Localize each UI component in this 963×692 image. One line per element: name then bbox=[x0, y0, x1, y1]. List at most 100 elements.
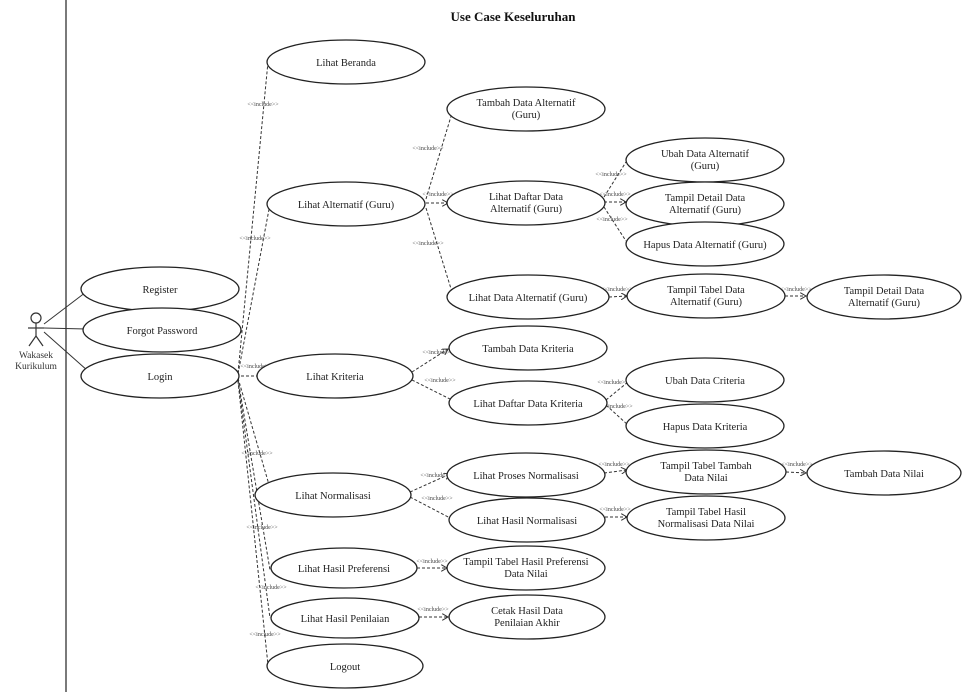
actor-associations bbox=[43, 288, 91, 372]
svg-text:Lihat Hasil Normalisasi: Lihat Hasil Normalisasi bbox=[477, 516, 577, 527]
svg-text:<<include>>: <<include>> bbox=[597, 380, 629, 386]
svg-text:Alternatif (Guru): Alternatif (Guru) bbox=[848, 298, 921, 309]
svg-text:Alternatif (Guru): Alternatif (Guru) bbox=[670, 297, 743, 308]
svg-text:<<include>>: <<include>> bbox=[420, 473, 452, 479]
svg-text:Logout: Logout bbox=[330, 662, 360, 673]
svg-text:<<include>>: <<include>> bbox=[599, 507, 631, 513]
svg-text:Forgot Password: Forgot Password bbox=[127, 326, 198, 337]
svg-text:Data Nilai: Data Nilai bbox=[684, 473, 728, 484]
svg-text:<<include>>: <<include>> bbox=[780, 287, 812, 293]
use-case-tampil-detail-alternatif-2: Tampil Detail Data Alternatif (Guru) bbox=[806, 274, 962, 320]
svg-text:<<include>>: <<include>> bbox=[416, 559, 448, 565]
use-case-hapus-kriteria: Hapus Data Kriteria bbox=[625, 403, 785, 449]
use-case-hapus-alternatif: Hapus Data Alternatif (Guru) bbox=[625, 221, 785, 267]
svg-text:<<include>>: <<include>> bbox=[595, 172, 627, 178]
svg-text:<<include>>: <<include>> bbox=[599, 192, 631, 198]
use-case-lihat-hasil-penilaian: Lihat Hasil Penilaian bbox=[270, 597, 420, 639]
svg-text:Penilaian Akhir: Penilaian Akhir bbox=[494, 618, 560, 629]
use-case-lihat-data-alternatif: Lihat Data Alternatif (Guru) bbox=[446, 274, 610, 320]
svg-text:Tampil Tabel Tambah: Tampil Tabel Tambah bbox=[660, 461, 752, 472]
svg-text:Lihat Data Alternatif (Guru): Lihat Data Alternatif (Guru) bbox=[469, 293, 588, 304]
svg-text:<<include>>: <<include>> bbox=[247, 102, 279, 108]
actor-label-line-1: Wakasek bbox=[19, 351, 53, 361]
normalisasi-edges bbox=[409, 470, 806, 519]
svg-text:<<include>>: <<include>> bbox=[255, 585, 287, 591]
use-case-login: Login bbox=[80, 353, 240, 399]
use-case-cetak-hasil-penilaian: Cetak Hasil Data Penilaian Akhir bbox=[448, 594, 606, 640]
svg-text:<<include>>: <<include>> bbox=[601, 404, 633, 410]
svg-text:Lihat Daftar Data: Lihat Daftar Data bbox=[489, 192, 563, 203]
svg-text:Tampil Tabel Hasil: Tampil Tabel Hasil bbox=[666, 507, 746, 518]
use-case-tampil-tabel-alternatif: Tampil Tabel Data Alternatif (Guru) bbox=[626, 273, 786, 319]
use-case-lihat-normalisasi: Lihat Normalisasi bbox=[254, 472, 412, 518]
svg-text:<<include>>: <<include>> bbox=[412, 146, 444, 152]
svg-text:Tambah Data Alternatif: Tambah Data Alternatif bbox=[477, 98, 576, 109]
svg-text:<<include>>: <<include>> bbox=[239, 236, 271, 242]
use-case-lihat-alternatif: Lihat Alternatif (Guru) bbox=[266, 181, 426, 227]
svg-text:(Guru): (Guru) bbox=[512, 110, 541, 121]
svg-text:Tambah Data Nilai: Tambah Data Nilai bbox=[844, 469, 924, 480]
svg-text:<<include>>: <<include>> bbox=[417, 607, 449, 613]
use-case-tampil-tabel-hasil-normalisasi: Tampil Tabel Hasil Normalisasi Data Nila… bbox=[626, 495, 786, 541]
svg-text:<<include>>: <<include>> bbox=[601, 287, 633, 293]
svg-text:(Guru): (Guru) bbox=[691, 161, 720, 172]
actor-label-line-2: Kurikulum bbox=[15, 362, 57, 372]
svg-text:Tampil Detail Data: Tampil Detail Data bbox=[665, 193, 746, 204]
use-case-lihat-proses-normalisasi: Lihat Proses Normalisasi bbox=[446, 452, 606, 498]
use-case-tambah-data-nilai: Tambah Data Nilai bbox=[806, 450, 962, 496]
svg-text:Lihat Hasil Penilaian: Lihat Hasil Penilaian bbox=[301, 614, 390, 625]
use-case-lihat-daftar-kriteria: Lihat Daftar Data Kriteria bbox=[448, 380, 608, 426]
hasil-edge-labels: <<include>> <<include>> bbox=[416, 559, 449, 613]
svg-text:<<include>>: <<include>> bbox=[421, 496, 453, 502]
svg-text:Lihat Alternatif (Guru): Lihat Alternatif (Guru) bbox=[298, 200, 395, 211]
use-case-forgot-password: Forgot Password bbox=[82, 307, 242, 353]
svg-text:Tampil Tabel Data: Tampil Tabel Data bbox=[667, 285, 745, 296]
svg-text:Lihat Kriteria: Lihat Kriteria bbox=[306, 372, 364, 383]
login-include-edges bbox=[237, 61, 273, 666]
svg-text:<<include>>: <<include>> bbox=[240, 364, 272, 370]
svg-text:Lihat Beranda: Lihat Beranda bbox=[316, 58, 376, 69]
normalisasi-edge-labels: <<include>> <<include>> <<include>> <<in… bbox=[420, 462, 813, 513]
diagram-title: Use Case Keseluruhan bbox=[451, 9, 577, 24]
svg-text:<<include>>: <<include>> bbox=[249, 632, 281, 638]
use-case-tambah-kriteria: Tambah Data Kriteria bbox=[448, 325, 608, 371]
use-case-lihat-hasil-normalisasi: Lihat Hasil Normalisasi bbox=[448, 497, 606, 543]
use-case-lihat-daftar-alternatif: Lihat Daftar Data Alternatif (Guru) bbox=[446, 180, 606, 226]
alternatif-edge-labels: <<include>> <<include>> <<include>> <<in… bbox=[412, 146, 812, 293]
svg-text:Alternatif (Guru): Alternatif (Guru) bbox=[490, 204, 563, 215]
svg-text:Data Nilai: Data Nilai bbox=[504, 569, 548, 580]
svg-text:Lihat Proses Normalisasi: Lihat Proses Normalisasi bbox=[473, 471, 579, 482]
use-case-logout: Logout bbox=[266, 643, 424, 689]
svg-text:<<include>>: <<include>> bbox=[596, 217, 628, 223]
svg-text:Hapus Data Kriteria: Hapus Data Kriteria bbox=[663, 422, 748, 433]
actor-wakasek-kurikulum bbox=[28, 312, 44, 347]
use-case-register: Register bbox=[80, 266, 240, 312]
svg-text:Tambah Data Kriteria: Tambah Data Kriteria bbox=[482, 344, 574, 355]
use-case-tampil-tabel-hasil-preferensi: Tampil Tabel Hasil Preferensi Data Nilai bbox=[446, 545, 606, 591]
svg-text:Hapus Data Alternatif (Guru): Hapus Data Alternatif (Guru) bbox=[643, 240, 767, 251]
use-case-lihat-beranda: Lihat Beranda bbox=[266, 39, 426, 85]
svg-text:<<include>>: <<include>> bbox=[422, 350, 454, 356]
svg-text:Lihat Normalisasi: Lihat Normalisasi bbox=[295, 491, 371, 502]
use-case-tambah-alternatif: Tambah Data Alternatif (Guru) bbox=[446, 86, 606, 132]
svg-text:Lihat Daftar Data Kriteria: Lihat Daftar Data Kriteria bbox=[473, 399, 583, 410]
use-case-lihat-hasil-preferensi: Lihat Hasil Preferensi bbox=[270, 547, 418, 589]
svg-text:Cetak Hasil Data: Cetak Hasil Data bbox=[491, 606, 563, 617]
svg-text:<<include>>: <<include>> bbox=[246, 525, 278, 531]
use-case-ubah-alternatif: Ubah Data Alternatif (Guru) bbox=[625, 137, 785, 183]
use-case-tampil-tabel-tambah-nilai: Tampil Tabel Tambah Data Nilai bbox=[625, 449, 787, 495]
login-include-labels: <<include>> <<include>> <<include>> <<in… bbox=[239, 102, 287, 638]
svg-text:<<include>>: <<include>> bbox=[241, 451, 273, 457]
use-case-ubah-kriteria: Ubah Data Criteria bbox=[625, 357, 785, 403]
svg-text:<<include>>: <<include>> bbox=[598, 462, 630, 468]
svg-text:<<include>>: <<include>> bbox=[781, 462, 813, 468]
svg-text:Lihat Hasil Preferensi: Lihat Hasil Preferensi bbox=[298, 564, 390, 575]
use-case-tampil-detail-alternatif: Tampil Detail Data Alternatif (Guru) bbox=[625, 181, 785, 227]
svg-text:<<include>>: <<include>> bbox=[422, 192, 454, 198]
svg-text:Register: Register bbox=[143, 285, 178, 296]
svg-text:Login: Login bbox=[147, 372, 173, 383]
svg-text:Ubah Data Criteria: Ubah Data Criteria bbox=[665, 376, 745, 387]
use-case-lihat-kriteria: Lihat Kriteria bbox=[256, 353, 414, 399]
kriteria-edge-labels: <<include>> <<include>> <<include>> <<in… bbox=[422, 350, 633, 410]
